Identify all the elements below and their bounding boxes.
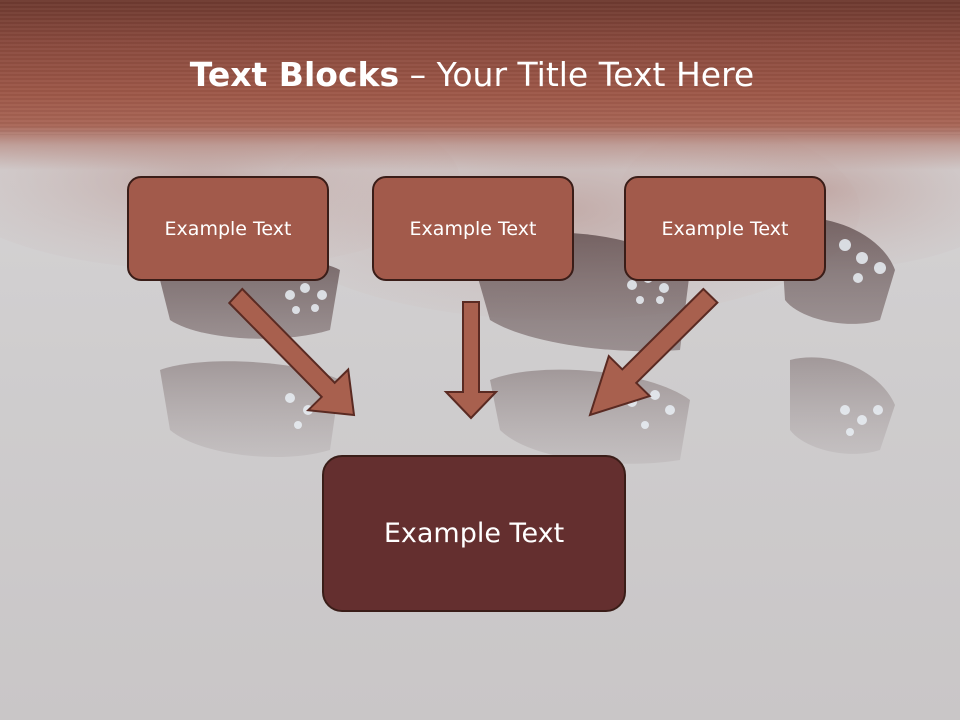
text-block-3-label: Example Text [661, 217, 789, 240]
text-block-1-label: Example Text [164, 217, 292, 240]
text-block-2-label: Example Text [409, 217, 537, 240]
arrow-left-diagonal [227, 287, 356, 417]
title-band [0, 0, 960, 170]
text-block-1[interactable]: Example Text [127, 176, 329, 281]
main-text-block[interactable]: Example Text [322, 455, 626, 612]
arrow-center-down [443, 301, 499, 420]
title-dash: – [399, 55, 437, 94]
arrow-right-diagonal [588, 287, 719, 417]
main-text-block-label: Example Text [383, 518, 565, 549]
title-rest: Your Title Text Here [436, 55, 755, 94]
title-bold-part: Text Blocks [189, 55, 400, 94]
text-block-2[interactable]: Example Text [372, 176, 574, 281]
text-block-3[interactable]: Example Text [624, 176, 826, 281]
title-band-texture [0, 0, 960, 135]
slide-title: Text Blocks – Your Title Text Here [0, 52, 944, 98]
